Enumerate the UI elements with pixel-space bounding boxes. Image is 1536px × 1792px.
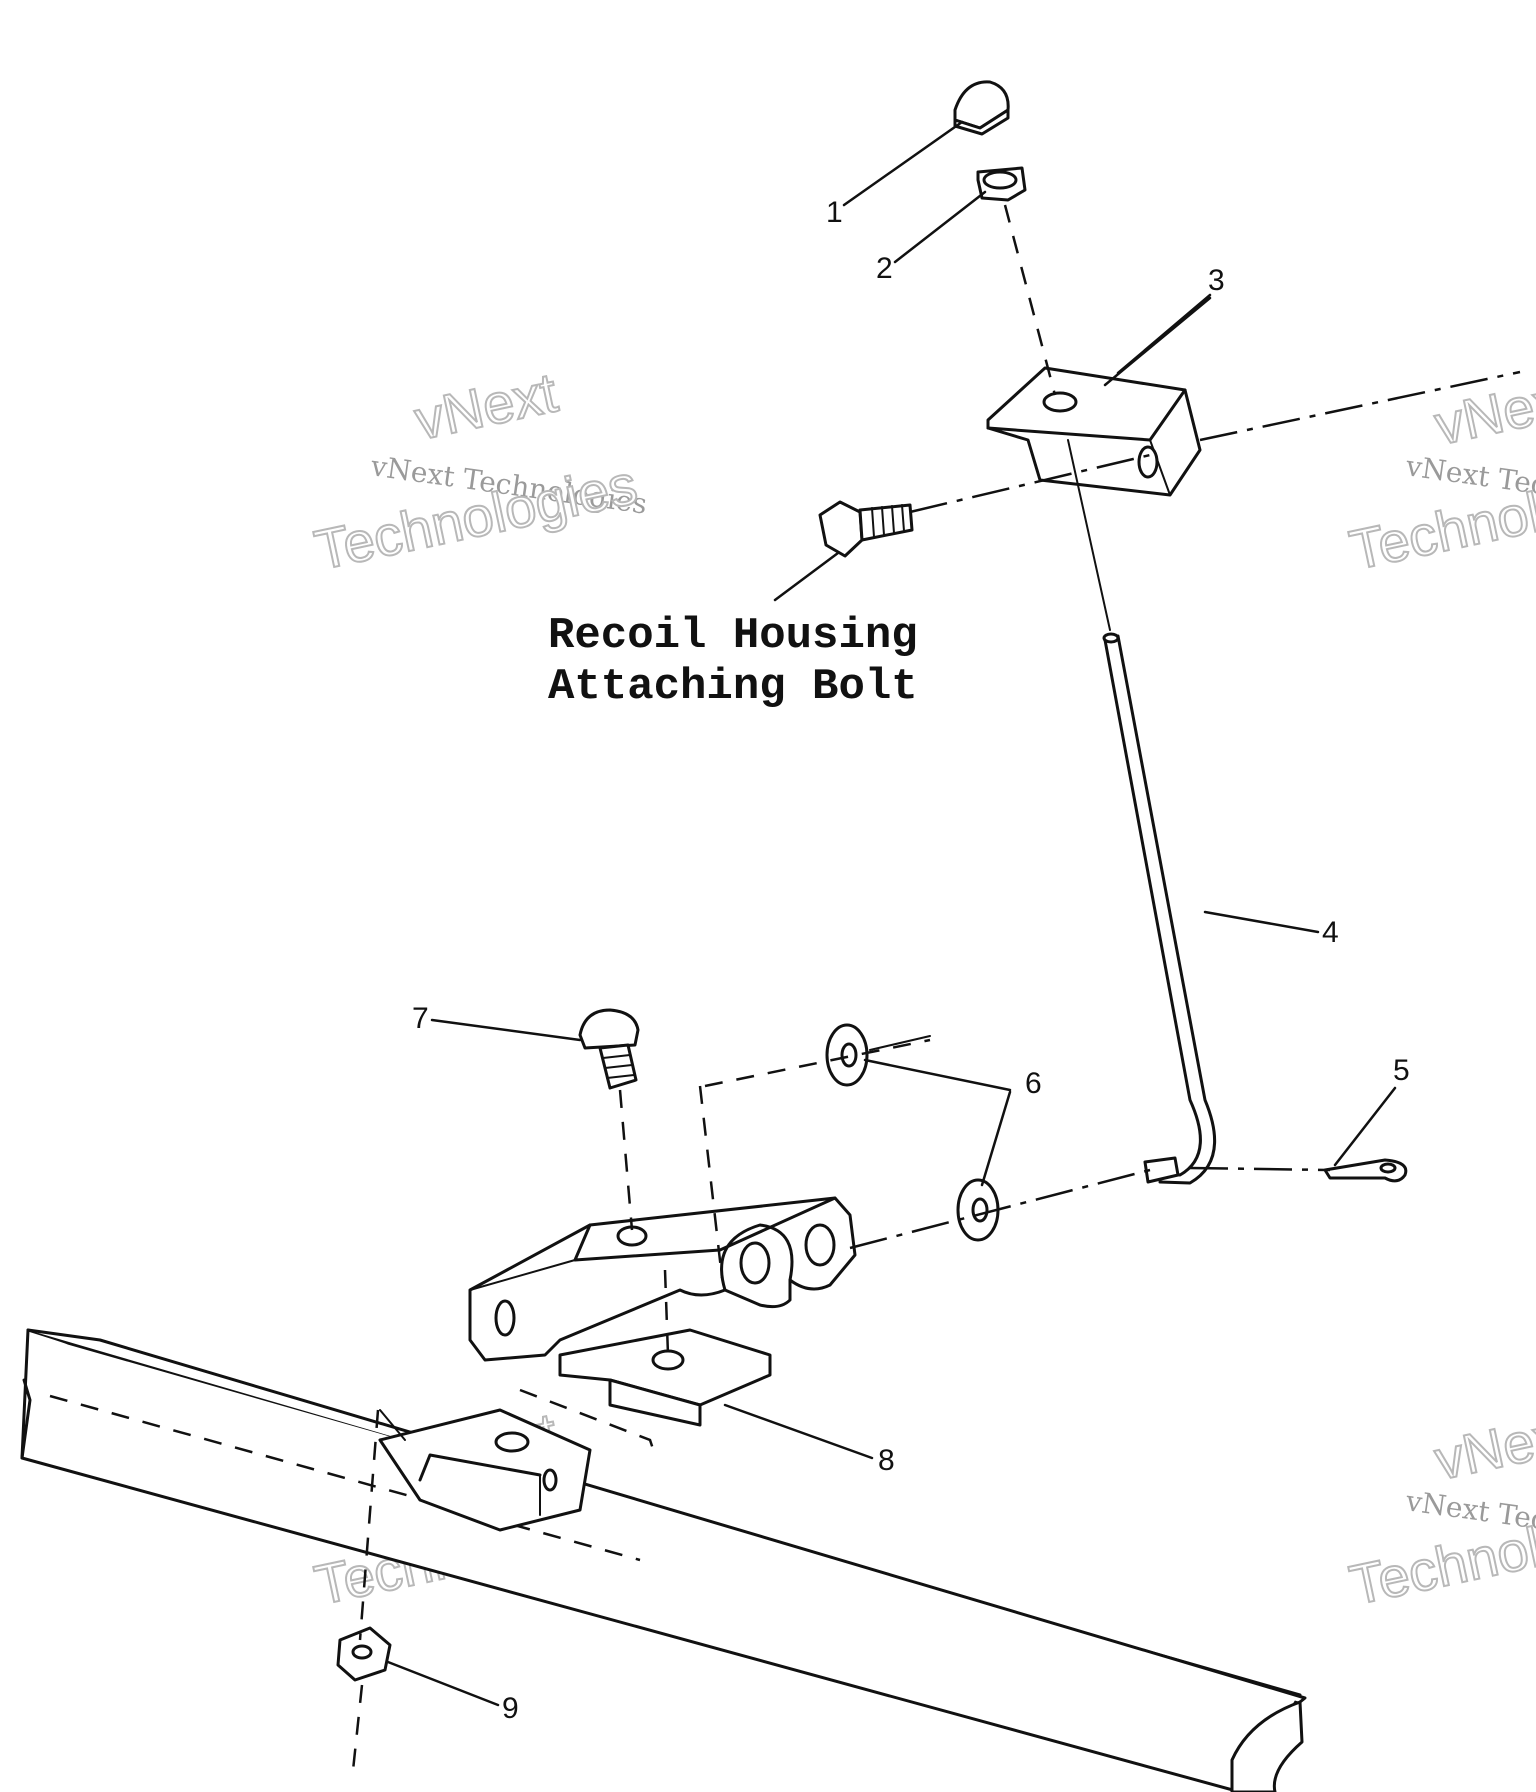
watermark-lower-right: vNext Technologies vNext Technologies (1343, 1399, 1536, 1617)
pivot-bracket (468, 1196, 857, 1362)
callout-3: 3 (1208, 264, 1225, 297)
mounting-plate (558, 1328, 772, 1427)
callout-5: 5 (1393, 1054, 1410, 1087)
leader-lines (386, 120, 1397, 1707)
callout-6: 6 (1025, 1067, 1042, 1100)
cap-nut (953, 80, 1010, 136)
control-rod (1102, 632, 1217, 1185)
cotter-pin (1323, 1158, 1408, 1183)
frame-clip (378, 1408, 592, 1532)
watermark-upper-right: vNext Technologies vNext Technologies (1343, 364, 1536, 582)
callout-8: 8 (878, 1444, 895, 1477)
callout-4: 4 (1322, 916, 1339, 949)
recoil-housing-bolt (818, 500, 914, 558)
frame-tube (20, 1328, 1307, 1792)
caption-line-2: Attaching Bolt (548, 662, 918, 712)
callout-7: 7 (412, 1002, 429, 1035)
hex-nut (336, 1626, 392, 1682)
watermark-text-large: vNext (1429, 1400, 1536, 1491)
washer-lower (956, 1178, 1000, 1242)
callout-9: 9 (502, 1692, 519, 1725)
screw (578, 1008, 640, 1090)
callout-1: 1 (826, 196, 843, 229)
upper-bracket (986, 366, 1202, 497)
assembly-lines (350, 204, 1521, 1781)
callout-2: 2 (876, 252, 893, 285)
lock-washer (976, 166, 1027, 202)
washer-upper (825, 1023, 869, 1087)
watermark-text-large: vNext (409, 360, 563, 451)
watermark-upper-left: vNext Technologies vNext Technologies (308, 359, 649, 582)
caption-line-1: Recoil Housing (548, 611, 918, 661)
